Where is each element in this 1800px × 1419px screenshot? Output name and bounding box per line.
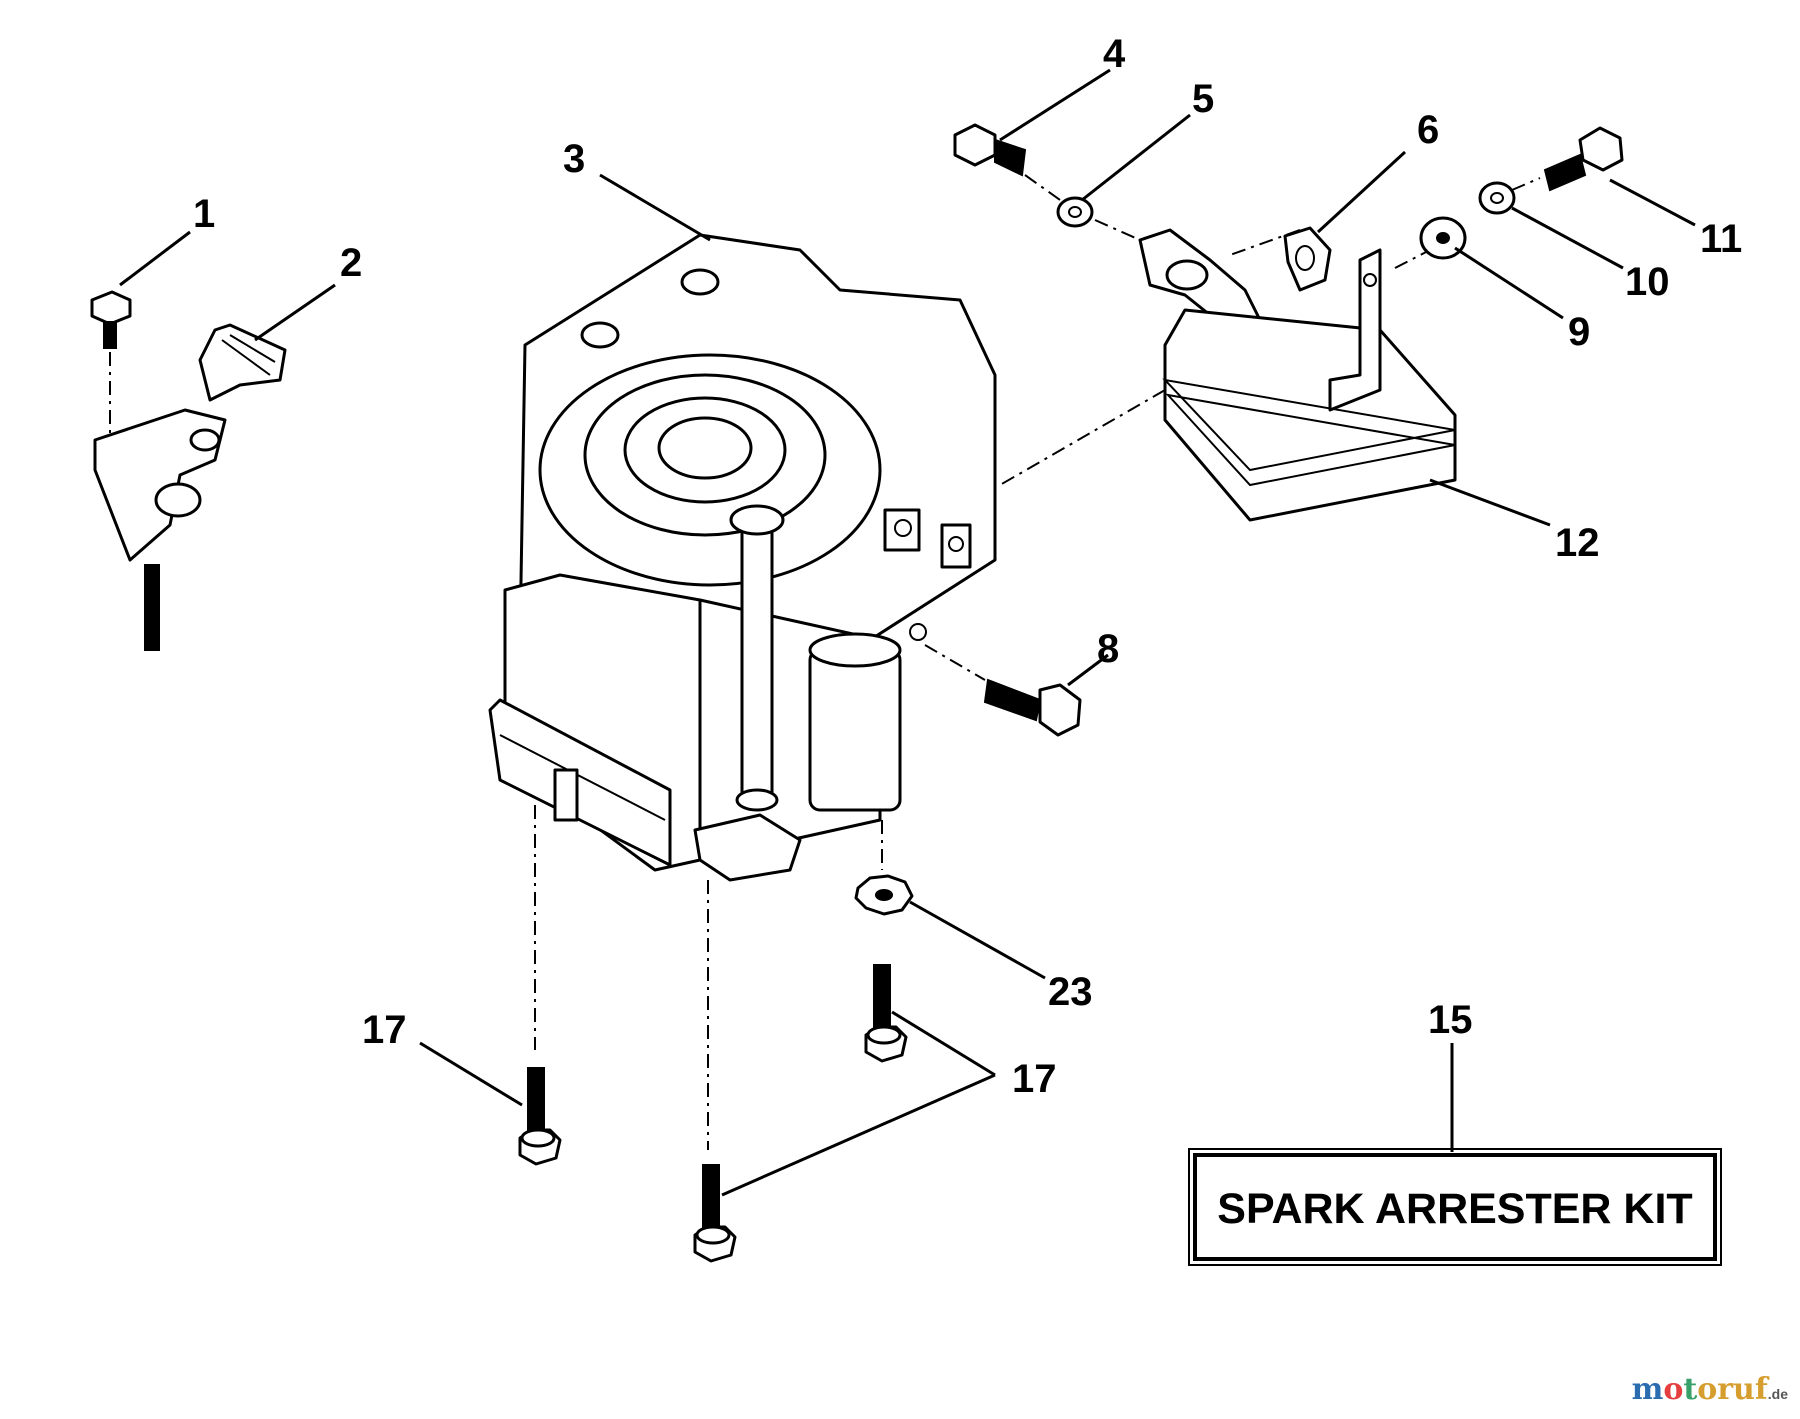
watermark-suffix: .de	[1767, 1386, 1788, 1402]
watermark-letter: r	[1717, 1372, 1734, 1407]
assembly-line-8	[924, 644, 986, 681]
part-23-star-washer	[854, 874, 914, 916]
part-5-washer	[1056, 196, 1094, 228]
part-8-bolt	[983, 678, 1082, 737]
assembly-line-9	[1394, 249, 1431, 269]
callout-12: 12	[1555, 521, 1600, 565]
part-17-bolt-bottom	[693, 1164, 737, 1263]
assembly-line-4	[1024, 174, 1061, 201]
callout-6: 6	[1417, 108, 1439, 152]
part-11-bolt	[1543, 126, 1624, 192]
callout-5: 5	[1192, 77, 1214, 121]
callout-23: 23	[1048, 970, 1093, 1014]
spark-arrester-kit-label: SPARK ARRESTER KIT	[1217, 1185, 1692, 1233]
part-4-bolt	[953, 123, 1027, 177]
callout-9: 9	[1568, 310, 1590, 354]
callout-2: 2	[340, 241, 362, 285]
part-6-gasket	[1283, 226, 1332, 292]
assembly-line-5	[1094, 219, 1141, 241]
watermark-letter: t	[1683, 1372, 1698, 1407]
part-9-washer	[1419, 216, 1467, 260]
callout-10: 10	[1625, 260, 1670, 304]
assembly-line-10	[1511, 177, 1541, 191]
callout-11: 11	[1700, 217, 1742, 261]
part-12-muffler	[1138, 228, 1457, 522]
callout-4: 4	[1103, 32, 1126, 76]
part-10-lockwasher	[1478, 181, 1516, 215]
part-2-control-bracket	[93, 323, 287, 651]
callout-3: 3	[563, 137, 585, 181]
watermark-letter: u	[1733, 1372, 1755, 1407]
callout-17-left: 17	[362, 1008, 407, 1052]
watermark: motoruf.de	[1632, 1372, 1788, 1407]
part-1-bolt	[90, 290, 132, 349]
assembly-line-muffler	[999, 389, 1166, 486]
leader-lines	[119, 68, 1696, 1197]
watermark-letter: o	[1663, 1372, 1684, 1407]
watermark-letter: o	[1697, 1372, 1718, 1407]
callout-1: 1	[193, 192, 215, 236]
part-17-bolt-left	[518, 1067, 562, 1166]
watermark-letter: m	[1631, 1372, 1664, 1407]
callout-17-right: 17	[1012, 1057, 1057, 1101]
watermark-letter: f	[1754, 1372, 1768, 1407]
assembly-line-6	[1229, 229, 1301, 256]
watermark-brand: motoruf	[1632, 1372, 1768, 1407]
callout-15: 15	[1428, 998, 1473, 1042]
part-3-engine	[488, 233, 997, 882]
spark-arrester-kit-box: SPARK ARRESTER KIT	[1188, 1148, 1722, 1266]
part-17-bolt-mid	[864, 964, 908, 1063]
callout-8: 8	[1097, 627, 1119, 671]
